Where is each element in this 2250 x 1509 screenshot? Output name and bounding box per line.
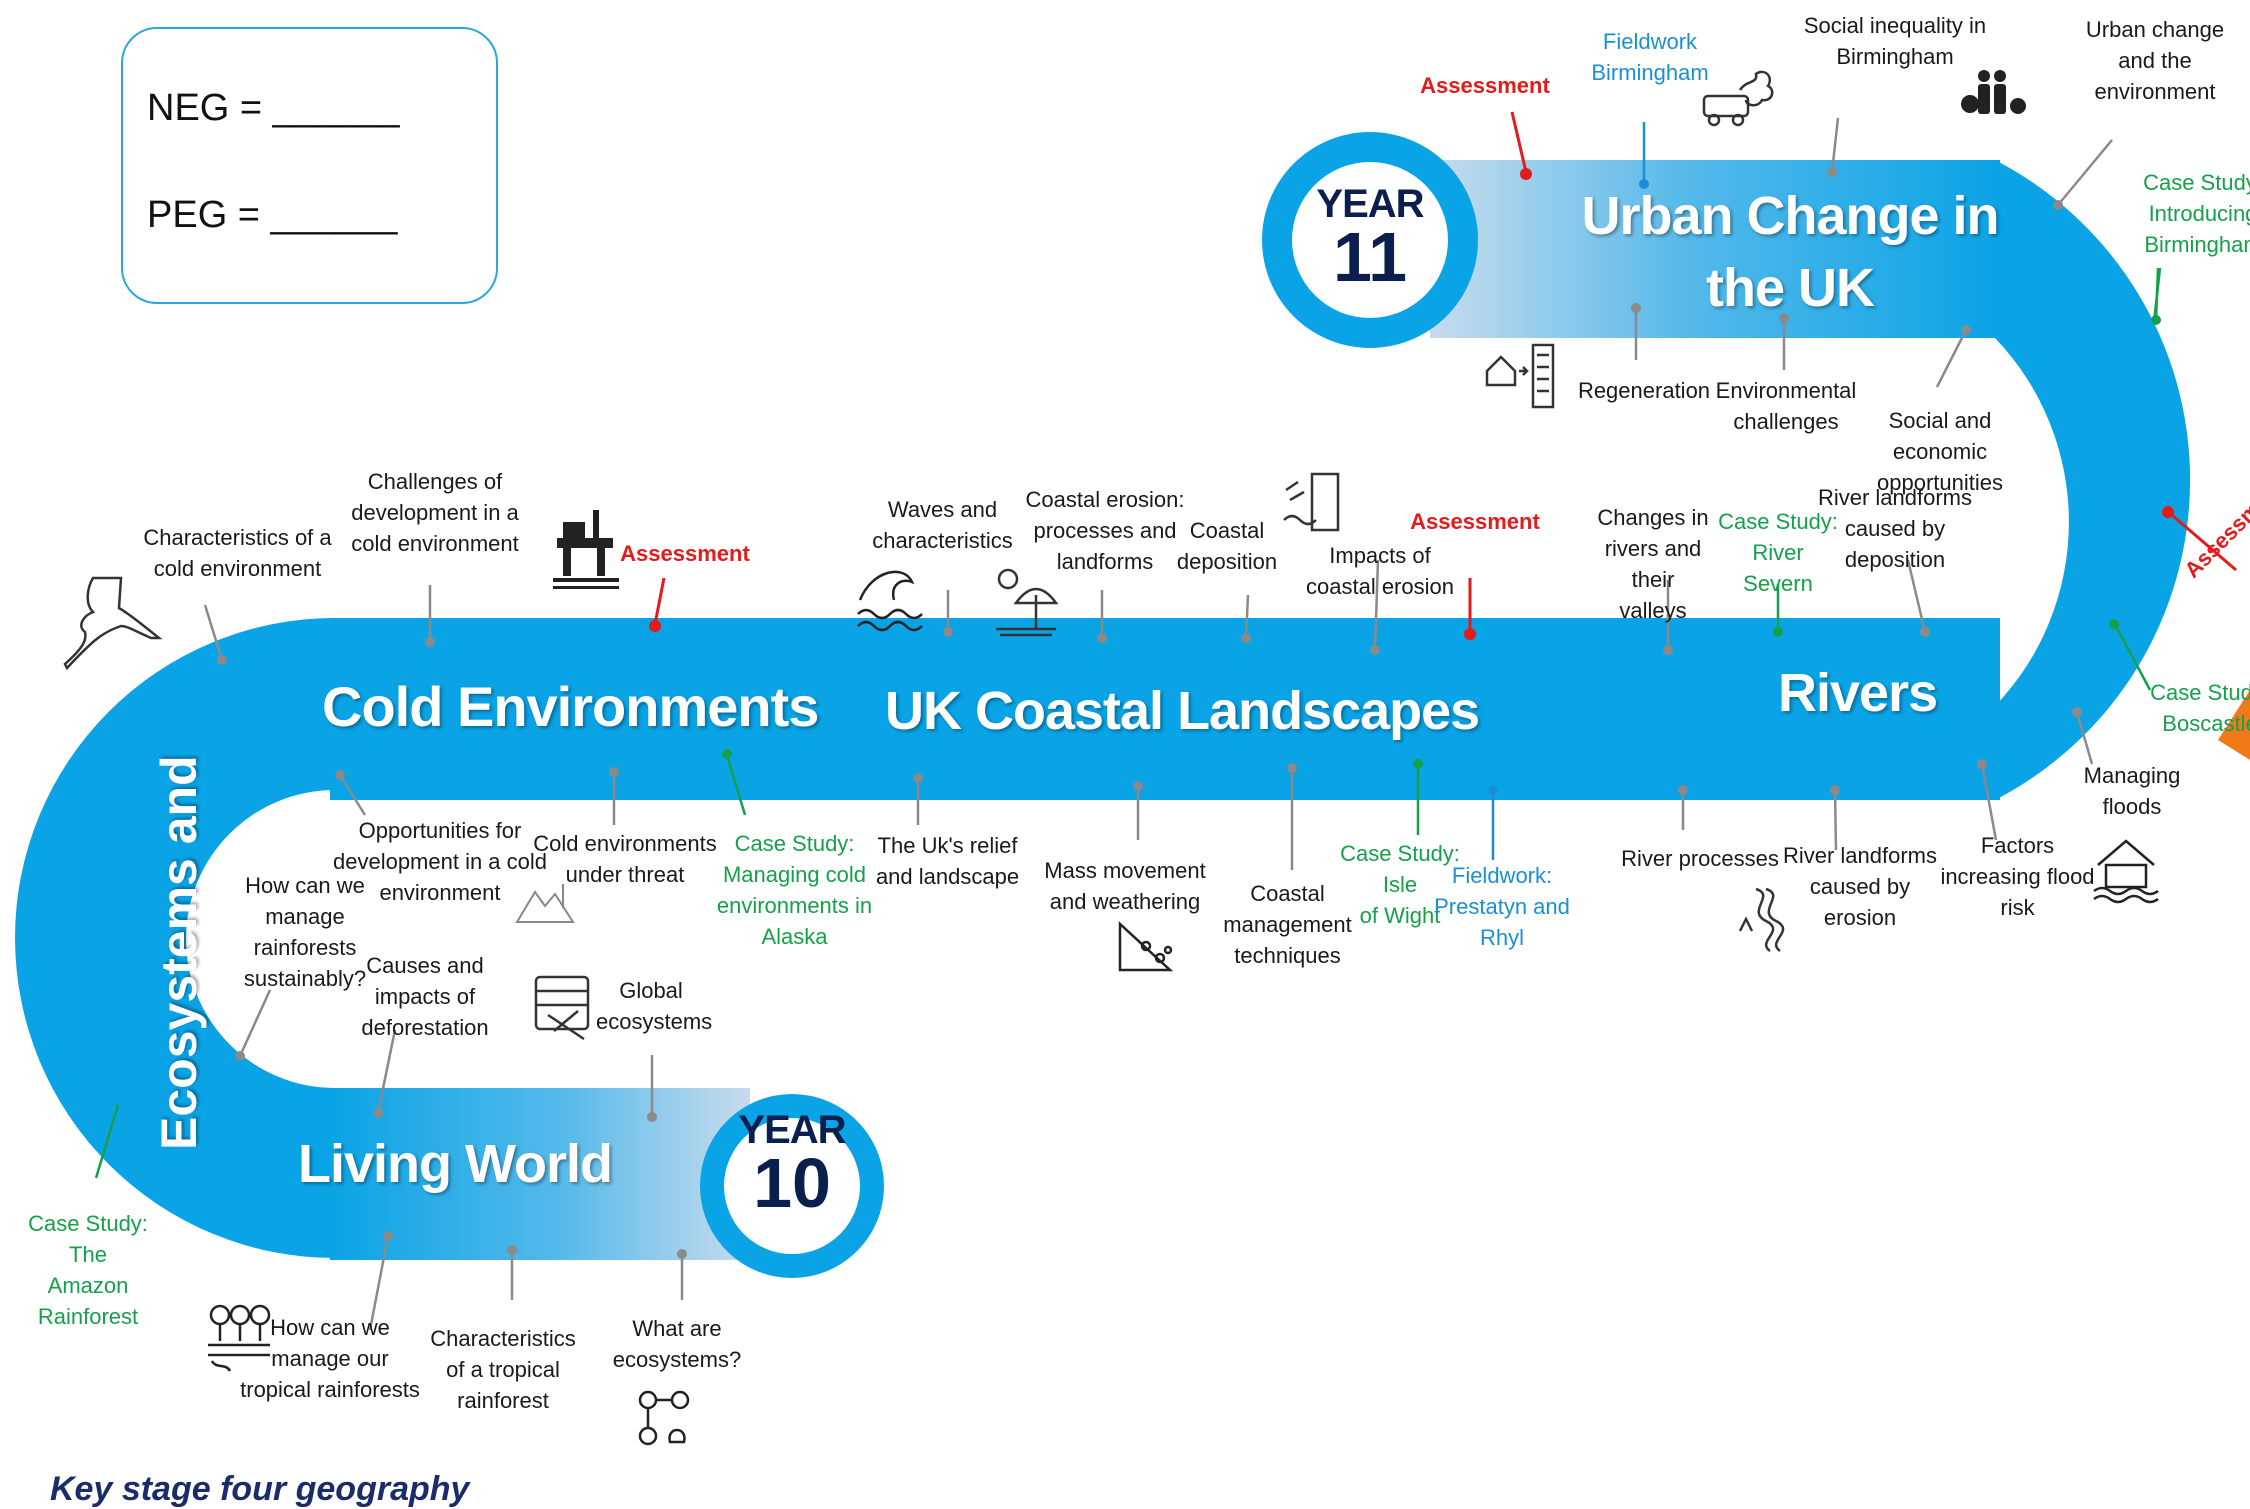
river-meander-icon <box>1738 887 1785 953</box>
house-building-icon <box>1485 343 1555 409</box>
assessment-label-urban: Assessment <box>1420 73 1550 98</box>
topic-managing-floods: Managing floods <box>2083 763 2181 819</box>
ecosystem-cycle-icon <box>638 1390 690 1446</box>
year11-word: YEAR <box>1316 182 1424 226</box>
topic-social-inequality: Social inequality in Birmingham <box>1803 13 1987 69</box>
topic-coastal-management: Coastal management techniques <box>1223 881 1352 968</box>
topic-characteristics-tropical: Characteristics of a tropical rainforest <box>430 1326 576 1413</box>
topic-regeneration: Regeneration <box>1577 378 1711 403</box>
topic-urban-change-environment: Urban change and the environment <box>2085 17 2225 104</box>
topic-characteristics-cold: Characteristics of a cold environment <box>143 525 332 581</box>
cliff-erosion-icon <box>1283 472 1340 532</box>
orange-arrow-icon <box>2218 690 2250 760</box>
topic-uk-relief: The Uk's relief and landscape <box>875 833 1020 889</box>
topic-cold-threat: Cold environments under threat <box>533 831 717 887</box>
topic-coastal-erosion: Coastal erosion: processes and landforms <box>1025 487 1185 574</box>
topic-social-economic: Social and economic opportunities <box>1877 408 2003 495</box>
family-money-icon <box>1961 70 2026 114</box>
flooded-house-icon <box>2093 839 2159 904</box>
beach-umbrella-icon <box>996 568 1059 637</box>
case-study-markers <box>94 267 2162 1179</box>
score-box: NEG = ______ PEG = ______ <box>121 27 498 304</box>
road-top-band <box>1430 160 2000 338</box>
topic-factors-flood-risk: Factors increasing flood risk <box>1940 833 2095 920</box>
topic-fieldwork-birmingham: Fieldwork Birmingham <box>1591 29 1709 85</box>
topic-river-landforms-deposition: River landforms caused by deposition <box>1817 485 1973 572</box>
wave-icon <box>857 570 923 632</box>
topic-case-study-boscastle: Case Study: Boscastle <box>2150 680 2250 736</box>
oil-rig-icon <box>553 510 619 589</box>
landslide-icon <box>1118 921 1174 972</box>
year10-disc <box>724 1118 860 1254</box>
topic-waves: Waves and characteristics <box>872 497 1013 553</box>
topic-case-study-birmingham: Case Study: Introducing Birmingham <box>2143 170 2250 257</box>
peg-field[interactable]: PEG = ______ <box>147 194 398 236</box>
neg-field[interactable]: NEG = ______ <box>147 87 400 129</box>
forest-fence-icon <box>208 1304 271 1372</box>
year10-number: 10 <box>753 1144 831 1222</box>
topic-manage-tropical: How can we manage our tropical rainfores… <box>240 1315 420 1402</box>
topic-impacts-coastal-erosion: Impacts of coastal erosion <box>1306 543 1454 599</box>
pollution-car-icon <box>1702 70 1774 127</box>
unit-rivers-title: Rivers <box>1778 663 1938 723</box>
year11-disc <box>1292 162 1448 318</box>
year11-number: 11 <box>1333 218 1407 296</box>
topic-mass-movement: Mass movement and weathering <box>1044 858 1206 914</box>
unit-urban-title: Urban Change in the UK <box>1581 186 1999 318</box>
topic-fieldwork-prestatyn: Fieldwork: Prestatyn and Rhyl <box>1434 863 1570 950</box>
assessment-markers <box>653 111 2237 632</box>
alaska-map-icon <box>63 576 163 671</box>
topic-manage-sustainably: How can we manage rainforests sustainabl… <box>243 873 367 991</box>
mountain-snow-icon <box>515 884 575 923</box>
unit-cold-title: Cold Environments <box>322 675 819 738</box>
topic-case-study-amazon: Case Study: The Amazon Rainforest <box>28 1211 148 1329</box>
footer-title: Key stage four geography <box>50 1470 470 1508</box>
unit-living-title: Living World <box>298 1134 613 1194</box>
topic-connectors <box>203 117 2113 1331</box>
topic-opportunities-cold: Opportunities for development in a cold … <box>332 818 548 905</box>
topic-case-study-wight: Case Study: Isle of Wight <box>1340 841 1460 928</box>
topic-what-ecosystems: What are ecosystems? <box>612 1316 742 1372</box>
unit-ecosystems-title: Ecosystems and <box>151 755 207 1150</box>
topic-river-processes: River processes <box>1621 846 1779 871</box>
topic-global-ecosystems: Global ecosystems <box>596 978 713 1034</box>
topic-changes-in-rivers: Changes in rivers and their valleys <box>1597 505 1709 623</box>
assessment-label-cold: Assessment <box>620 541 750 566</box>
topic-river-landforms-erosion: River landforms caused by erosion <box>1782 843 1938 930</box>
year10-word: YEAR <box>738 1108 846 1152</box>
assessment-label-coastal: Assessment <box>1410 509 1540 534</box>
road-left-bend <box>15 618 335 1258</box>
ecosystem-grid-icon <box>534 975 590 1041</box>
fieldwork-markers <box>1491 122 1646 860</box>
year11-badge: YEAR 11 <box>1310 182 1430 296</box>
road-bottom-band <box>330 1088 750 1260</box>
topic-case-study-severn: Case Study: River Severn <box>1718 509 1838 596</box>
road-right-bend <box>1995 160 2191 800</box>
connector-dots <box>217 167 2082 1259</box>
road-middle-band <box>330 618 2000 800</box>
topic-environmental-challenges: Environmental challenges <box>1715 378 1857 434</box>
topic-deforestation: Causes and impacts of deforestation <box>361 953 489 1040</box>
topic-case-study-alaska: Case Study: Managing cold environments i… <box>716 831 873 949</box>
topic-coastal-deposition: Coastal deposition <box>1176 518 1278 574</box>
topic-challenges-cold: Challenges of development in a cold envi… <box>351 469 519 556</box>
year10-badge: YEAR 10 <box>737 1108 847 1222</box>
unit-coastal-title: UK Coastal Landscapes <box>885 681 1480 741</box>
